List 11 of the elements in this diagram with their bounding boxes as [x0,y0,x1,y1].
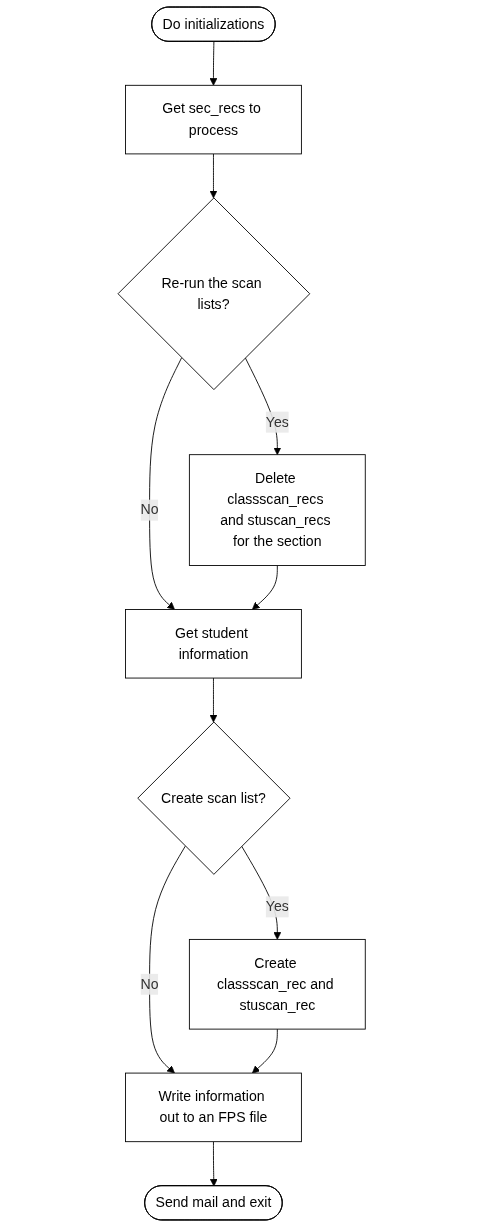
edge-label: No [140,976,159,992]
node-box: Create classscan_rec and stuscan_rec [189,938,367,1030]
node-box: Write information out to an FPS file [125,1072,303,1143]
edge-label: No [140,502,159,518]
edge-label: Yes [266,414,290,430]
node-box: Get sec_recs to process [125,84,303,155]
node-box: Get student information [125,609,303,679]
node-diamond: Re-run the scan lists? [117,197,311,391]
node-box: Delete classscan_recs and stuscan_recs for the section [189,454,367,566]
edge-label: Yes [266,898,290,914]
node-diamond: Create scan list? [137,721,291,875]
